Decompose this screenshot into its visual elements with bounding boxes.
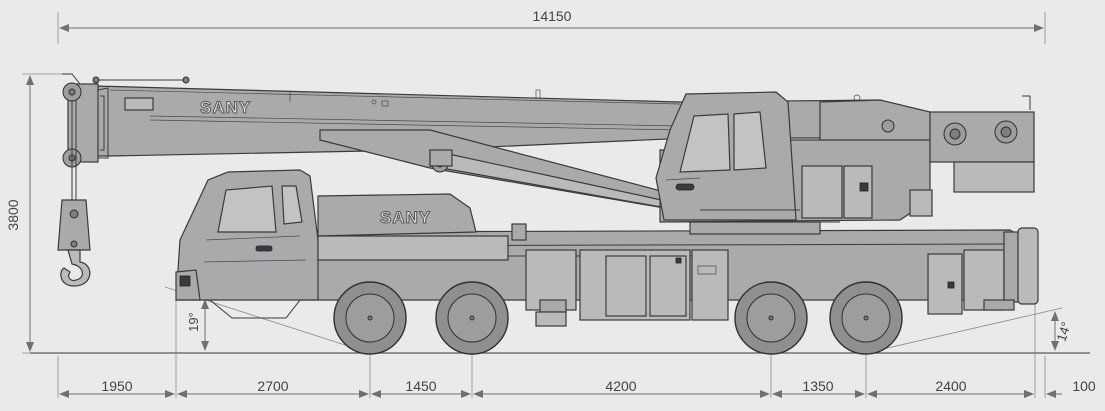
approach-angle-label: 19° [186,312,201,332]
rear-extra-overhang: 100 [1072,378,1096,394]
wheels [333,281,903,355]
segment-axle-1-2: 2700 [257,378,288,394]
driver-cab: SANY [175,169,509,319]
segment-rear-overhang: 2400 [935,378,966,394]
segment-axle-2-3: 1450 [405,378,436,394]
superstructure [655,91,1035,223]
boom-logo: SANY [200,98,251,117]
segment-axle-4-5: 1350 [802,378,833,394]
hood-logo: SANY [380,208,431,227]
height-label: 3800 [5,199,21,230]
overall-length-label: 14150 [533,8,572,24]
luffing-cylinder [319,129,681,211]
departure-angle: 14° [865,307,1074,354]
segment-front-overhang: 1950 [101,378,132,394]
hook-block [57,100,91,287]
segment-axle-3-4: 4200 [605,378,636,394]
overall-length-dimension: 14150 [57,8,1046,44]
departure-angle-label: 14° [1054,320,1074,343]
